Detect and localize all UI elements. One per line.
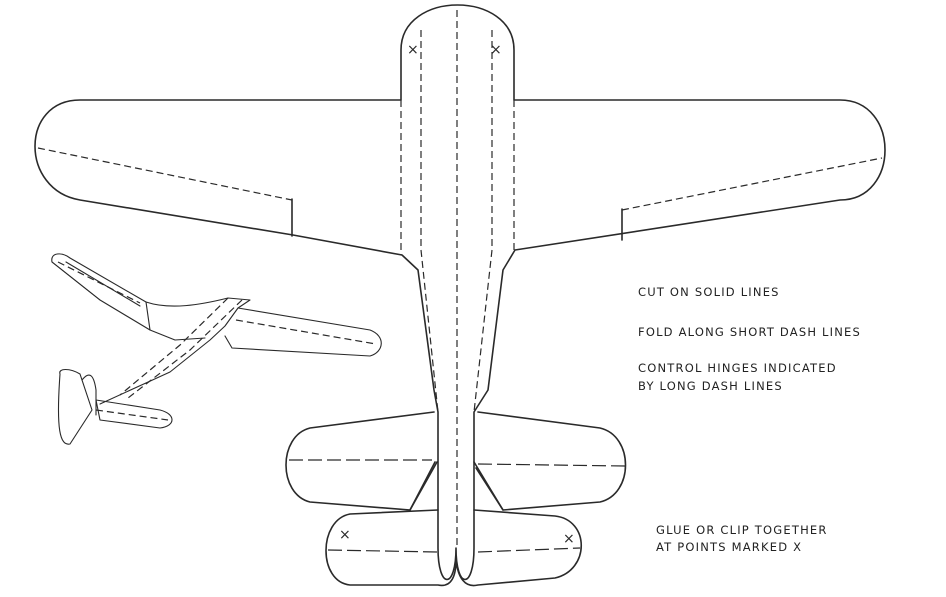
left-wing-dihedral-fold bbox=[37, 147, 293, 201]
assembled-glider-sketch bbox=[51, 253, 382, 445]
elevator-left-cut bbox=[409, 461, 436, 511]
instruction-glue-line-1: GLUE OR CLIP TOGETHER bbox=[656, 523, 828, 537]
instruction-hinge-line-1: CONTROL HINGES INDICATED bbox=[638, 361, 837, 375]
instruction-fold: FOLD ALONG SHORT DASH LINES bbox=[638, 325, 861, 339]
sketch-tail-plane bbox=[95, 399, 173, 429]
tail-fin-outline bbox=[325, 509, 583, 587]
sketch-tail-fin bbox=[57, 368, 93, 445]
elevator-right-cut bbox=[475, 467, 504, 511]
glue-markers: × × × × bbox=[339, 42, 575, 547]
glue-mark-top-left: × bbox=[407, 42, 419, 58]
glue-mark-top-right: × bbox=[490, 42, 502, 58]
sketch-right-wing-fold bbox=[235, 319, 377, 345]
glue-mark-bottom-left: × bbox=[339, 527, 351, 543]
cutout-pattern bbox=[34, 4, 886, 587]
sketch-left-wing-underside bbox=[51, 261, 141, 307]
right-wing-dihedral-fold bbox=[621, 157, 883, 211]
stabilizer-outline bbox=[285, 411, 627, 511]
sketch-tail-rudder bbox=[81, 374, 97, 416]
glue-mark-bottom-right: × bbox=[563, 531, 575, 547]
fuselage-right-fold bbox=[473, 30, 493, 413]
sketch-fuselage-fold bbox=[119, 297, 229, 396]
sketch-left-wing bbox=[51, 253, 151, 331]
sketch-fuselage bbox=[99, 297, 251, 405]
sketch-fuselage-fold-2 bbox=[127, 299, 243, 399]
fuselage-wing-outline bbox=[34, 4, 886, 581]
instruction-hinge-line-2: BY LONG DASH LINES bbox=[638, 379, 783, 393]
sketch-left-wing-fold bbox=[57, 261, 141, 304]
sketch-tail-fold bbox=[95, 409, 169, 421]
fuselage-left-fold bbox=[420, 30, 439, 413]
sketch-right-wing bbox=[224, 307, 382, 357]
tail-fin-fold bbox=[327, 547, 581, 553]
instruction-cut: CUT ON SOLID LINES bbox=[638, 285, 780, 299]
stabilizer-elevator-hinge bbox=[289, 459, 626, 467]
instruction-glue-line-2: AT POINTS MARKED X bbox=[656, 540, 803, 554]
